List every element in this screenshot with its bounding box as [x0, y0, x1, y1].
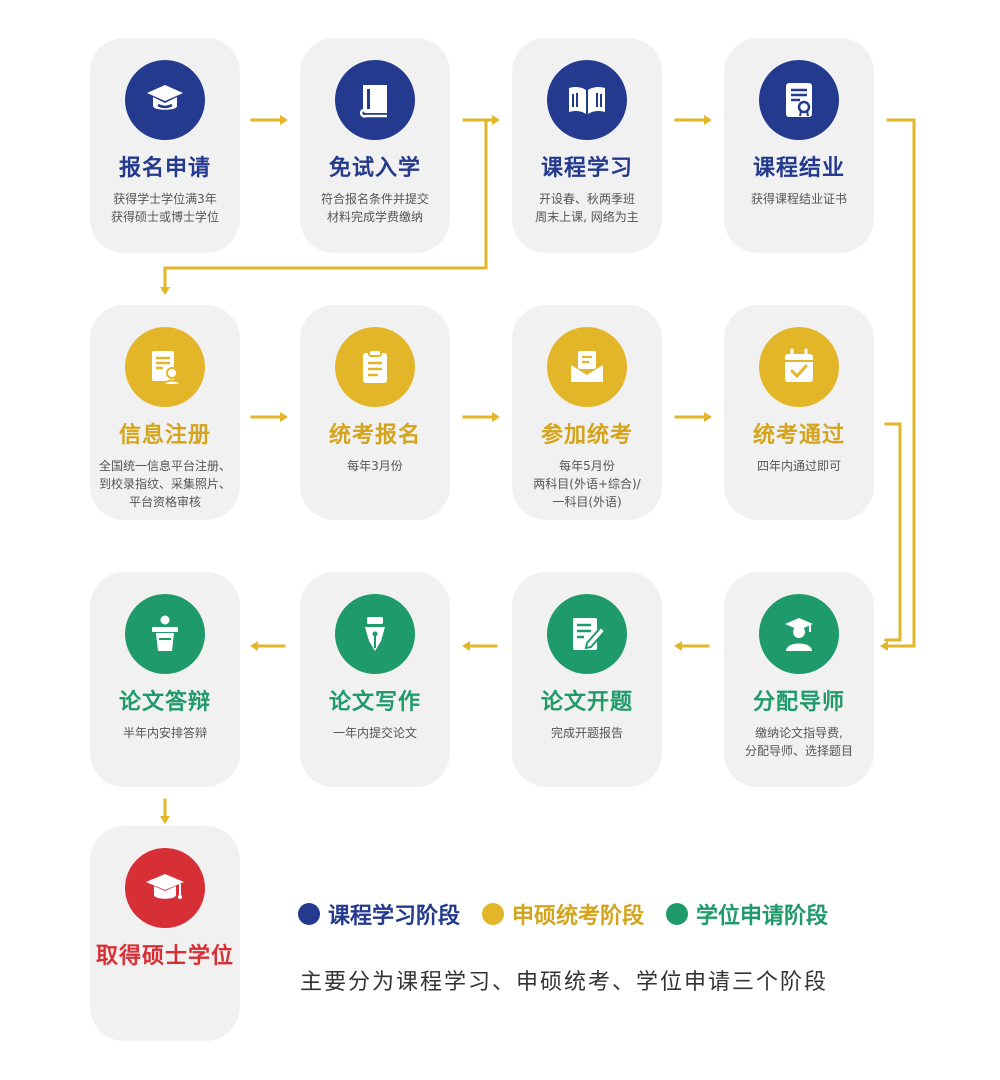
legend-dot [482, 903, 505, 925]
step-title: 课程结业 [752, 156, 845, 181]
step-title: 统考通过 [752, 423, 845, 448]
legend-item-degree-stage: 学位申请阶段 [666, 898, 828, 930]
step-title: 取得硕士学位 [95, 944, 234, 969]
step-description: 获得课程结业证书 [750, 192, 847, 206]
step-card-assign-advisor: 分配导师 缴纳论文指导费, 分配导师、选择题目 [724, 572, 874, 787]
legend-label: 课程学习阶段 [328, 904, 461, 929]
step-title: 论文写作 [328, 690, 421, 715]
step-title: 论文答辩 [118, 690, 211, 715]
step-description: 半年内安排答辩 [122, 726, 207, 740]
step-title: 统考报名 [328, 423, 421, 448]
arrowhead [674, 641, 682, 651]
step-card-course-study: 课程学习 开设春、秋两季班 周末上课, 网络为主 [512, 38, 662, 253]
arrowhead [704, 412, 712, 422]
step-card-course-completion: 课程结业 获得课程结业证书 [724, 38, 874, 253]
arrowhead [160, 287, 170, 295]
step-card-enroll: 免试入学 符合报名条件并提交 材料完成学费缴纳 [300, 38, 450, 253]
arrowhead [704, 115, 712, 125]
step-title: 报名申请 [118, 156, 211, 181]
arrow-connector [884, 422, 902, 642]
summary-text: 主要分为课程学习、申硕统考、学位申请三个阶段 [300, 970, 829, 995]
open-book-icon [569, 86, 605, 114]
legend-item-course-stage: 课程学习阶段 [298, 898, 460, 930]
arrowhead [280, 115, 288, 125]
legend-dot [298, 903, 320, 925]
mortarboard-icon [146, 874, 184, 899]
arrow-connector [884, 118, 916, 648]
step-description: 每年5月份 两科目(外语+综合)/ 一科目(外语) [533, 459, 641, 509]
graduation-cap-icon [147, 85, 183, 110]
legend-dot [666, 903, 689, 925]
legend-label: 学位申请阶段 [696, 904, 829, 929]
stage-legend: 课程学习阶段 申硕统考阶段 学位申请阶段 [298, 898, 850, 930]
step-description: 缴纳论文指导费, 分配导师、选择题目 [744, 726, 853, 758]
step-card-exam-passed: 统考通过 四年内通过即可 [724, 305, 874, 520]
book-icon [359, 85, 387, 118]
step-title: 信息注册 [118, 423, 211, 448]
step-description: 获得学士学位满3年 获得硕士或博士学位 [110, 192, 219, 224]
arrowhead [492, 412, 500, 422]
step-card-info-registration: 信息注册 全国统一信息平台注册、 到校录指纹、采集照片、 平台资格审核 [90, 305, 240, 520]
step-title: 参加统考 [540, 423, 633, 448]
fountain-pen-icon [365, 617, 385, 651]
arrowhead [880, 641, 888, 651]
step-title: 分配导师 [752, 690, 845, 715]
arrowhead [160, 816, 170, 824]
step-card-thesis-proposal: 论文开题 完成开题报告 [512, 572, 662, 787]
step-title: 免试入学 [328, 156, 421, 181]
step-title: 论文开题 [540, 690, 633, 715]
step-card-take-exam: 参加统考 每年5月份 两科目(外语+综合)/ 一科目(外语) [512, 305, 662, 520]
document-user-icon [152, 351, 182, 386]
clipboard-icon [363, 349, 387, 383]
step-description: 一年内提交论文 [332, 726, 417, 740]
step-card-obtain-degree: 取得硕士学位 [90, 826, 240, 1041]
step-title: 课程学习 [540, 156, 633, 181]
podium-speaker-icon [152, 615, 178, 651]
step-description: 四年内通过即可 [756, 459, 841, 473]
step-description: 每年3月份 [347, 459, 403, 473]
certificate-icon [786, 83, 812, 117]
step-description: 符合报名条件并提交 材料完成学费缴纳 [320, 192, 429, 224]
arrowhead [250, 641, 258, 651]
step-card-thesis-writing: 论文写作 一年内提交论文 [300, 572, 450, 787]
step-card-exam-registration: 统考报名 每年3月份 [300, 305, 450, 520]
teacher-icon [785, 618, 813, 651]
step-description: 全国统一信息平台注册、 到校录指纹、采集照片、 平台资格审核 [98, 459, 231, 509]
edit-document-icon [573, 618, 607, 650]
arrowhead [492, 115, 500, 125]
step-description: 完成开题报告 [550, 726, 623, 740]
step-card-thesis-defense: 论文答辩 半年内安排答辩 [90, 572, 240, 787]
legend-item-exam-stage: 申硕统考阶段 [482, 898, 644, 930]
legend-label: 申硕统考阶段 [512, 904, 645, 929]
envelope-icon [571, 351, 603, 382]
arrowhead [280, 412, 288, 422]
arrowhead [462, 641, 470, 651]
step-card-apply: 报名申请 获得学士学位满3年 获得硕士或博士学位 [90, 38, 240, 253]
calendar-check-icon [785, 348, 813, 382]
step-description: 开设春、秋两季班 周末上课, 网络为主 [535, 192, 639, 224]
